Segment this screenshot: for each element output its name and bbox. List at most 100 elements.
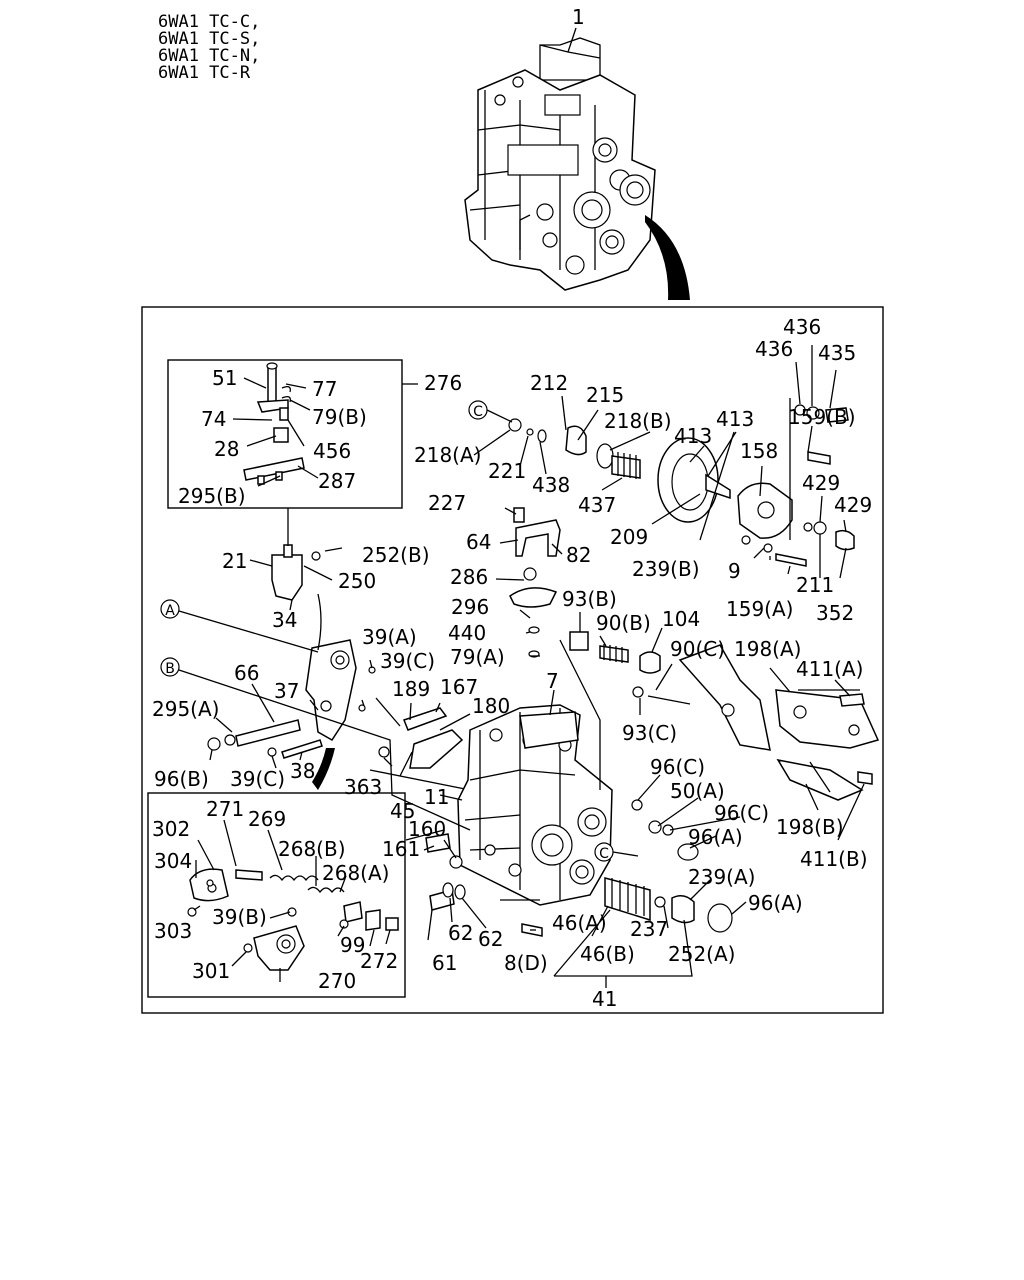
label-215: 215 [586, 383, 624, 407]
label-363: 363 [344, 775, 382, 799]
model-list: 6WA1 TC-C, 6WA1 TC-S, 6WA1 TC-N, 6WA1 TC… [158, 12, 260, 83]
label-167: 167 [440, 675, 478, 699]
label-304: 304 [154, 849, 192, 873]
label-46b: 46(B) [580, 942, 635, 966]
label-301: 301 [192, 959, 230, 983]
subassembly-box-lower [147, 792, 406, 998]
label-62a: 62 [448, 921, 473, 945]
label-413a: 413 [716, 407, 754, 431]
label-218b: 218(B) [604, 409, 672, 433]
bracket-group [678, 644, 880, 801]
model-line-2: 6WA1 TC-S, [158, 29, 260, 49]
label-96a2: 96(A) [748, 891, 803, 915]
pump-housing [457, 704, 613, 906]
label-96c2: 96(C) [714, 801, 769, 825]
label-440: 440 [448, 621, 486, 645]
label-352: 352 [816, 601, 854, 625]
label-287: 287 [318, 469, 356, 493]
label-62b: 62 [478, 927, 503, 951]
label-159b: 159(B) [788, 405, 856, 429]
label-37: 37 [274, 679, 299, 703]
label-411a: 411(A) [796, 657, 863, 681]
label-286: 286 [450, 565, 488, 589]
leader-lines [178, 345, 865, 988]
label-296: 296 [451, 595, 489, 619]
label-413b: 413 [674, 424, 712, 448]
model-line-1: 6WA1 TC-C, [158, 12, 260, 32]
part-labels: 436 436 435 159(B) 51 77 276 79(B) 74 45… [152, 315, 872, 1011]
label-28: 28 [214, 437, 239, 461]
label-269: 269 [248, 807, 286, 831]
label-295b: 295(B) [178, 484, 246, 508]
label-74: 74 [201, 407, 226, 431]
pump-assembly-overview [464, 37, 690, 300]
timer-cover-group [508, 398, 855, 567]
label-46a: 46(A) [552, 911, 607, 935]
svg-text:C: C [473, 404, 483, 420]
subassembly-276-parts [243, 362, 305, 485]
detail-frame [141, 306, 884, 1014]
label-61: 61 [432, 951, 457, 975]
label-39b: 39(B) [212, 905, 267, 929]
label-9: 9 [728, 559, 741, 583]
label-239b: 239(B) [632, 557, 700, 581]
label-221: 221 [488, 459, 526, 483]
label-437: 437 [578, 493, 616, 517]
label-96c1: 96(C) [650, 755, 705, 779]
label-38: 38 [290, 759, 315, 783]
label-159a: 159(A) [726, 597, 793, 621]
label-7: 7 [546, 669, 559, 693]
label-252a: 252(A) [668, 942, 735, 966]
marker-a: A [160, 599, 180, 619]
label-161: 161 [382, 837, 420, 861]
label-82: 82 [566, 543, 591, 567]
label-45: 45 [390, 799, 415, 823]
label-268b: 268(B) [278, 837, 346, 861]
label-180: 180 [472, 694, 510, 718]
label-50a: 50(A) [670, 779, 725, 803]
label-212: 212 [530, 371, 568, 395]
label-79b: 79(B) [312, 405, 367, 429]
label-250: 250 [338, 569, 376, 593]
label-64: 64 [466, 530, 491, 554]
label-227: 227 [428, 491, 466, 515]
model-line-3: 6WA1 TC-N, [158, 46, 260, 66]
label-79a: 79(A) [450, 645, 505, 669]
label-96b: 96(B) [154, 767, 209, 791]
marker-c-bottom: C [594, 842, 614, 862]
label-438: 438 [532, 473, 570, 497]
label-11: 11 [424, 785, 449, 809]
marker-b: B [160, 657, 180, 677]
lever-arrow-icon [312, 748, 335, 790]
label-436b: 436 [755, 337, 793, 361]
label-66: 66 [234, 661, 259, 685]
label-276: 276 [424, 371, 462, 395]
label-268a: 268(A) [322, 861, 389, 885]
label-158: 158 [740, 439, 778, 463]
detail-arrow-icon [645, 215, 690, 300]
subassembly-box-276 [167, 359, 403, 509]
label-435: 435 [818, 341, 856, 365]
label-211: 211 [796, 573, 834, 597]
lever-group [207, 544, 471, 791]
label-160: 160 [408, 817, 446, 841]
model-line-4: 6WA1 TC-R [158, 63, 251, 83]
svg-text:A: A [165, 603, 175, 619]
label-8d: 8(D) [504, 951, 548, 975]
svg-text:C: C [599, 846, 609, 862]
label-237: 237 [630, 917, 668, 941]
svg-text:B: B [165, 661, 175, 677]
marker-c-top: C [468, 400, 488, 420]
label-209: 209 [610, 525, 648, 549]
label-198a: 198(A) [734, 637, 801, 661]
label-295a: 295(A) [152, 697, 219, 721]
label-436a: 436 [783, 315, 821, 339]
label-104: 104 [662, 607, 700, 631]
label-429b: 429 [834, 493, 872, 517]
label-411b: 411(B) [800, 847, 868, 871]
label-93b: 93(B) [562, 587, 617, 611]
label-271: 271 [206, 797, 244, 821]
label-456: 456 [313, 439, 351, 463]
label-93c: 93(C) [622, 721, 677, 745]
